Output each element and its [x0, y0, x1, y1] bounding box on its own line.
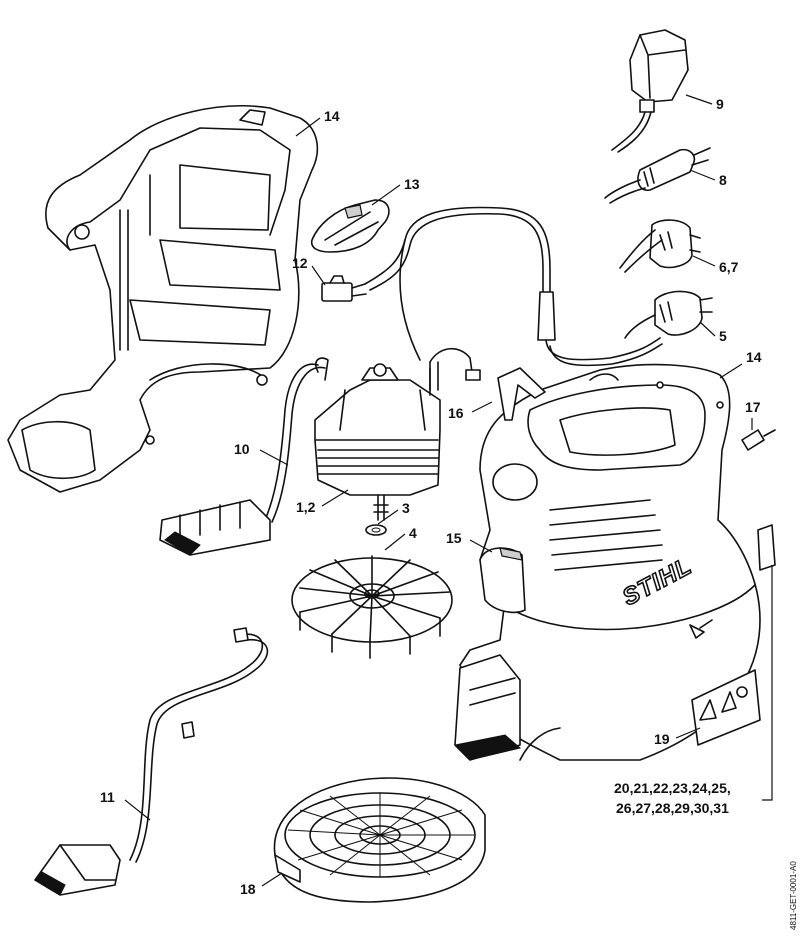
housing-half-right: STIHL	[453, 363, 761, 761]
label-5: 5	[719, 328, 727, 344]
label-19: 19	[654, 731, 670, 747]
power-cable	[364, 206, 663, 391]
label-14-top: 14	[324, 108, 340, 124]
warning-decal	[691, 669, 761, 746]
label-18: 18	[240, 881, 256, 897]
label-14-right: 14	[746, 349, 762, 365]
label-1-2: 1,2	[296, 499, 316, 515]
bracket	[497, 367, 546, 421]
decal-sheet	[757, 524, 776, 571]
label-3: 3	[402, 500, 410, 516]
plug-5	[624, 290, 713, 339]
label-15: 15	[446, 530, 462, 546]
plug-6-7	[619, 219, 701, 273]
label-16: 16	[448, 405, 464, 421]
label-9: 9	[716, 96, 724, 112]
motor	[314, 357, 441, 521]
label-17: 17	[745, 399, 761, 415]
label-13: 13	[404, 176, 420, 192]
label-6-7: 6,7	[719, 259, 739, 275]
label-12: 12	[292, 255, 308, 271]
intake-grille	[273, 777, 486, 903]
plug-uk	[611, 29, 689, 153]
label-decals-line1: 20,21,22,23,24,25,	[614, 780, 731, 796]
label-10: 10	[234, 441, 250, 457]
switch-cap	[310, 199, 390, 253]
housing-half-left	[7, 105, 319, 493]
fan-impeller	[291, 555, 453, 659]
screw	[741, 429, 776, 451]
washer	[365, 524, 387, 536]
label-4: 4	[409, 525, 417, 541]
cable-connector	[34, 627, 269, 896]
wiring-harness	[159, 347, 481, 556]
deflector	[479, 547, 526, 614]
switch	[321, 275, 367, 302]
plug-euro	[604, 147, 711, 204]
label-decals-line2: 26,27,28,29,30,31	[616, 800, 729, 816]
leader-lines	[124, 94, 773, 887]
label-8: 8	[719, 172, 727, 188]
drawing-code: 4811-GET-0001-A0	[789, 861, 798, 930]
label-11: 11	[100, 789, 115, 805]
